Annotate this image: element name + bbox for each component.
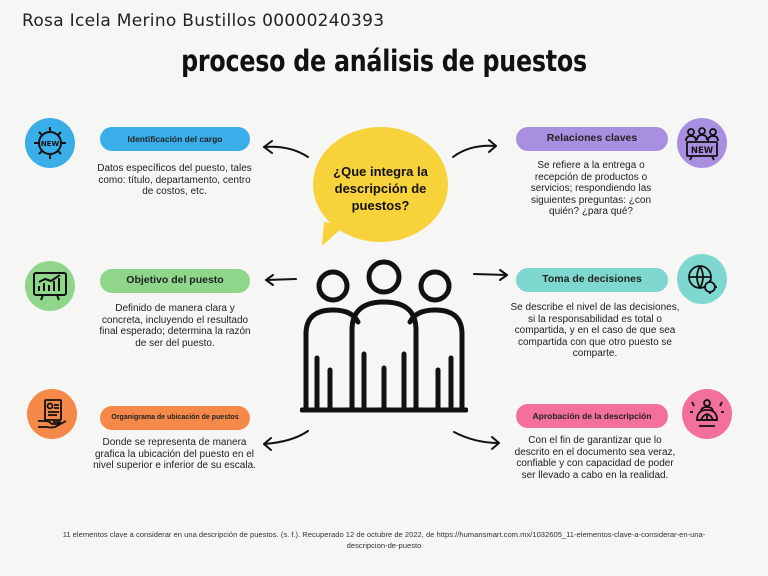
center-bubble [313, 127, 448, 242]
item-desc-relaciones: Se refiere a la entrega o recepción de p… [530, 160, 652, 218]
item-label-decisiones: Toma de decisiones [516, 268, 668, 292]
arrow-bottom-left [263, 430, 309, 445]
business-globe-icon [682, 389, 732, 439]
people-new-icon: NEW [677, 118, 727, 168]
people-group-icon [300, 259, 468, 413]
center-question: ¿Que integra la descripción de puestos? [333, 164, 428, 213]
chart-board-icon [25, 261, 75, 311]
page-title: proceso de análisis de puestos [181, 44, 587, 78]
item-desc-identificacion: Datos específicos del puesto, tales como… [97, 163, 252, 198]
item-label-identificacion: Identificación del cargo [100, 127, 250, 151]
arrow-mid-right [473, 273, 508, 276]
item-desc-decisiones: Se describe el nivel de las decisiones, … [510, 302, 680, 360]
gear-new-icon: NEW [25, 118, 75, 168]
arrow-mid-left [265, 278, 297, 281]
svg-text:NEW: NEW [41, 140, 60, 148]
arrow-top-left [263, 145, 309, 158]
item-label-organigrama: Organigrama de ubicación de puestos [100, 406, 250, 430]
svg-text:NEW: NEW [691, 146, 714, 156]
author-name: Rosa Icela Merino Bustillos 00000240393 [22, 11, 385, 31]
citation: 11 elementos clave a considerar en una d… [62, 530, 706, 550]
item-label-relaciones: Relaciones claves [516, 127, 668, 151]
globe-gear-icon [677, 254, 727, 304]
bubble-tail [322, 222, 344, 246]
item-desc-aprobacion: Con el fin de garantizar que lo descrito… [514, 435, 676, 481]
document-hand-icon [27, 389, 77, 439]
item-desc-organigrama: Donde se representa de manera grafica la… [93, 437, 256, 472]
item-desc-objetivo: Definido de manera clara y concreta, inc… [99, 303, 251, 349]
item-label-objetivo: Objetivo del puesto [100, 269, 250, 293]
arrow-bottom-right [453, 431, 500, 444]
arrow-top-right [452, 144, 497, 158]
item-label-aprobacion: Aprobación de la descripción [516, 404, 668, 428]
